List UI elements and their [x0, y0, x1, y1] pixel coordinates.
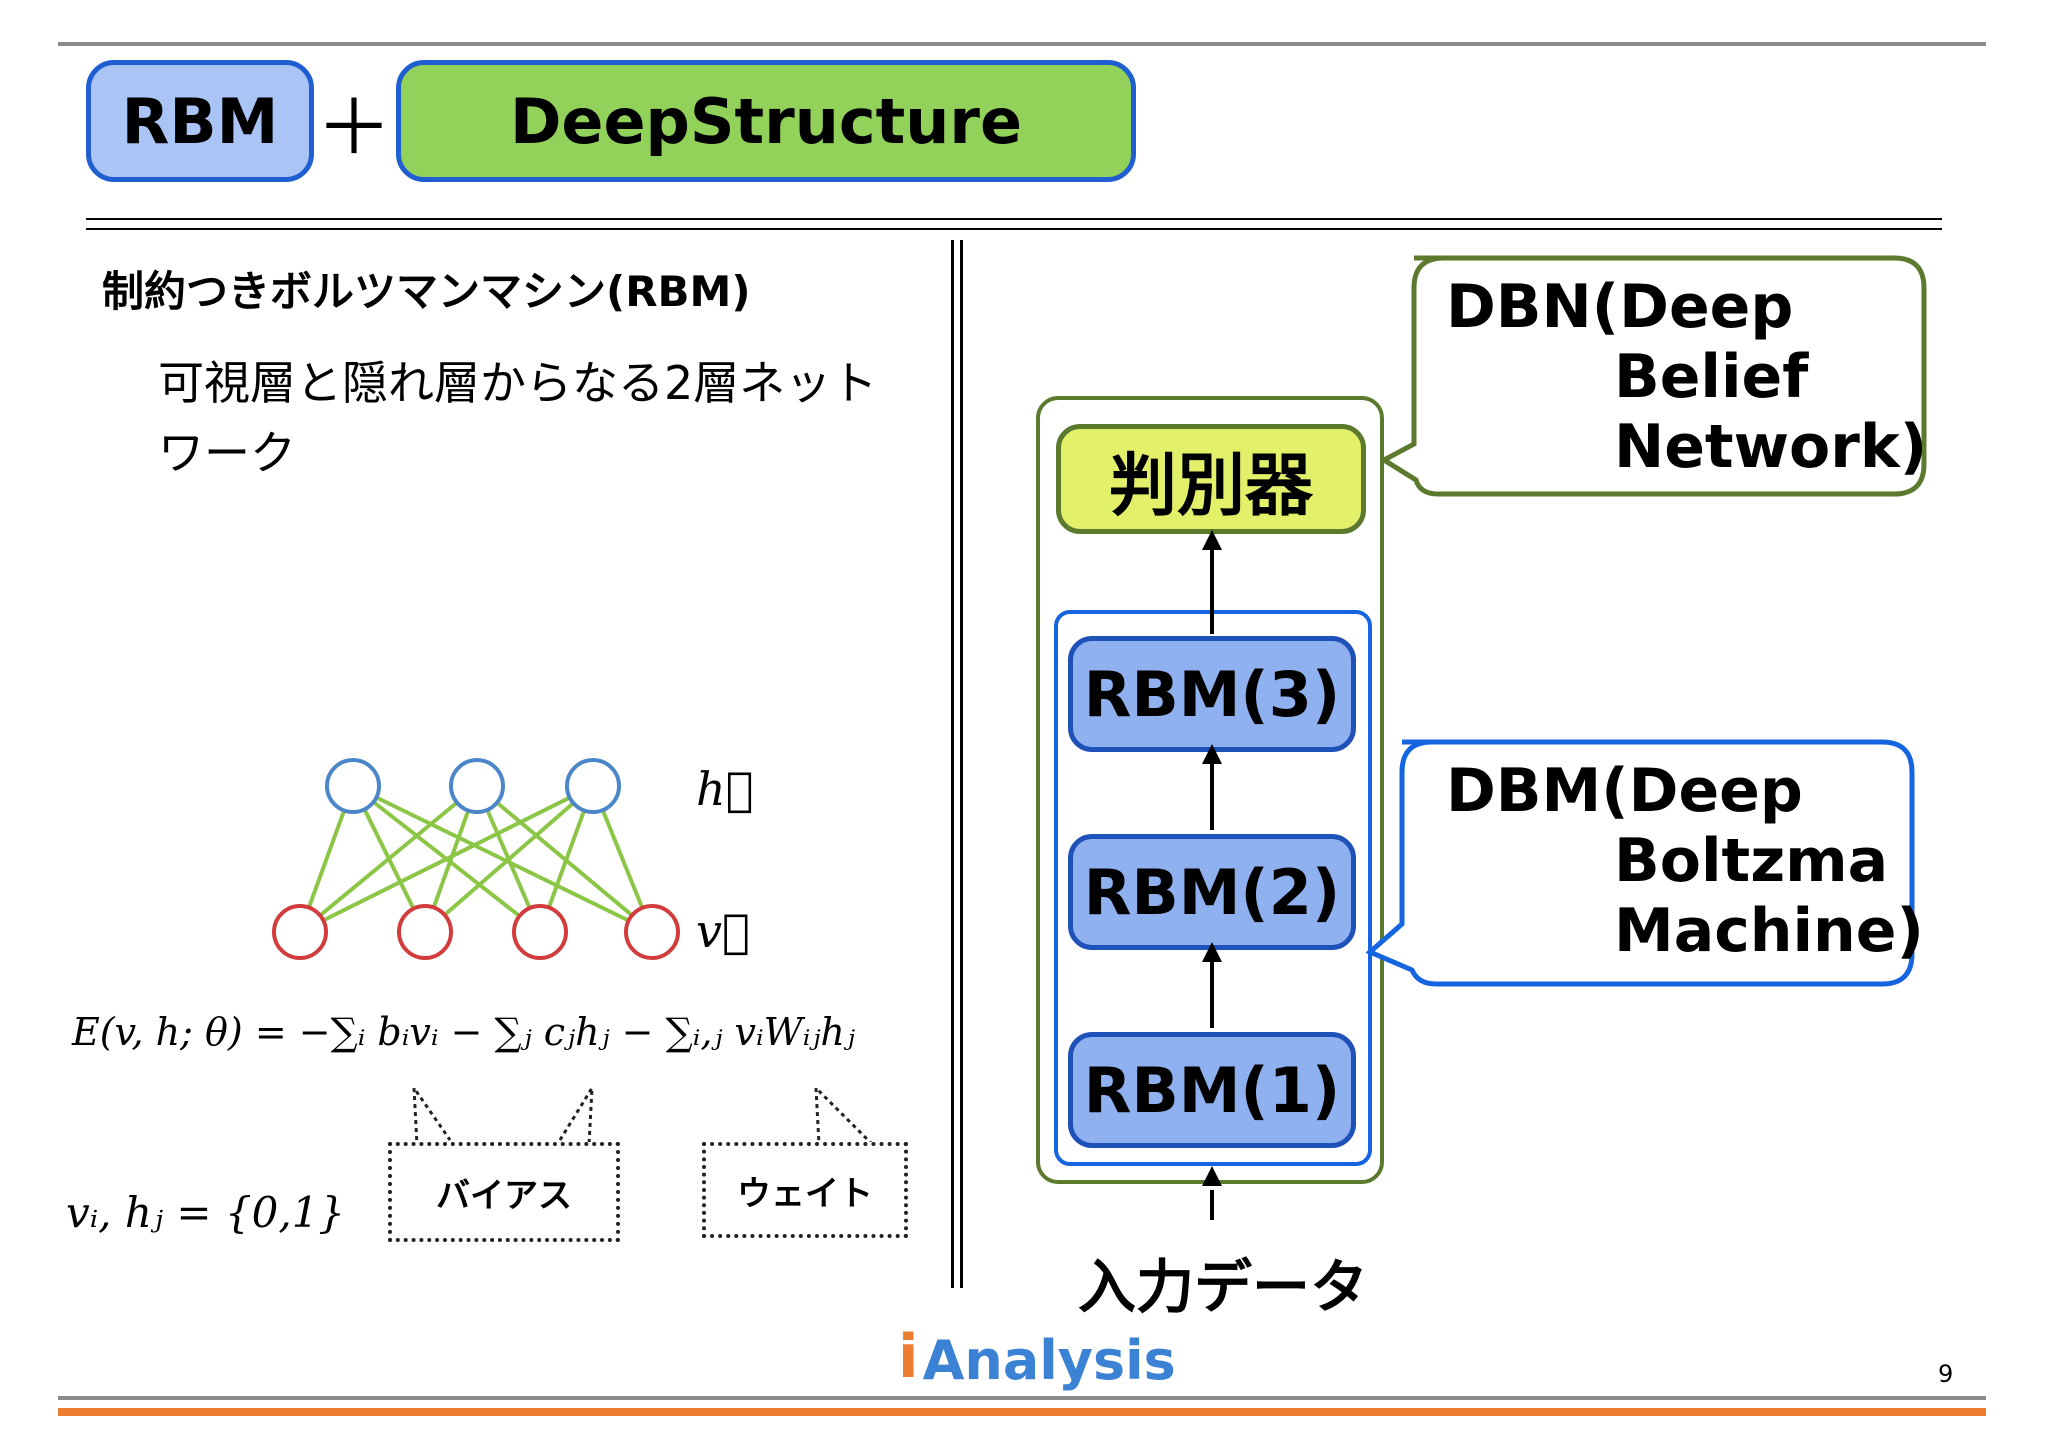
rbm-description: 可視層と隠れ層からなる2層ネットワーク — [158, 356, 878, 480]
input-data-label: 入力データ — [1078, 1253, 1369, 1321]
deep-structure-tag: DeepStructure — [396, 60, 1136, 182]
logo-text: Analysis — [922, 1329, 1176, 1392]
energy-equation: E(v, h; θ) = −∑ᵢ bᵢvᵢ − ∑ⱼ cⱼhⱼ − ∑ᵢ,ⱼ v… — [72, 1010, 855, 1054]
hidden-layer-label: h⃗ — [696, 762, 754, 816]
visible-node — [272, 904, 328, 960]
rbm-tag: RBM — [86, 60, 314, 182]
weight-label-box: ウェイト — [702, 1142, 908, 1238]
dbm-callout-bubble — [1366, 739, 1915, 987]
visible-node — [624, 904, 680, 960]
bias-label-box: バイアス — [388, 1142, 620, 1242]
dbm-callout-line2: Boltzma — [1614, 826, 1889, 896]
dbm-callout-line3: Machine) — [1614, 896, 1924, 966]
edge — [423, 784, 595, 934]
column-divider-right — [960, 240, 963, 1288]
arrow-head-icon — [1202, 530, 1222, 550]
weight-connector — [814, 1084, 882, 1165]
footer-rule — [58, 1396, 1986, 1400]
visible-node — [512, 904, 568, 960]
plus-sign: ＋ — [316, 83, 392, 172]
edge — [298, 784, 479, 934]
stack-arrows — [1202, 530, 1222, 1220]
column-divider-left — [951, 240, 954, 1288]
edge — [352, 784, 653, 934]
arrow-head-icon — [1202, 744, 1222, 764]
hidden-node — [325, 758, 381, 814]
edge — [299, 784, 594, 934]
dbn-callout-line3: Network) — [1614, 412, 1928, 482]
header-divider-top — [86, 218, 1942, 220]
visible-layer-label: v⃗ — [696, 904, 750, 958]
footer-logo: i Analysis — [898, 1322, 1176, 1392]
rbm-network-diagram — [272, 758, 680, 960]
footer-accent-bar — [58, 1408, 1986, 1416]
logo-i-mark: i — [898, 1322, 919, 1392]
rbm-2-box: RBM(2) — [1068, 834, 1356, 950]
section-title: 制約つきボルツマンマシン(RBM) — [102, 267, 751, 316]
rbm-1-box: RBM(1) — [1068, 1032, 1356, 1148]
header-divider-bottom — [86, 228, 1942, 230]
dbm-callout-line1: DBM(Deep — [1446, 756, 1803, 826]
classifier-box: 判別器 — [1056, 424, 1366, 534]
dbn-callout-line1: DBN(Deep — [1446, 272, 1794, 342]
hidden-node — [565, 758, 621, 814]
top-rule — [58, 42, 1986, 46]
dbn-callout-bubble — [1380, 255, 1927, 497]
domain-equation: vᵢ, hⱼ = {0,1} — [66, 1188, 346, 1237]
rbm-3-box: RBM(3) — [1068, 636, 1356, 752]
label-connectors — [412, 1082, 882, 1165]
hidden-node — [449, 758, 505, 814]
arrow-head-icon — [1202, 942, 1222, 962]
page-number: 9 — [1938, 1360, 1954, 1388]
dbn-callout-line2: Belief — [1614, 342, 1809, 412]
visible-node — [397, 904, 453, 960]
arrow-head-icon — [1202, 1166, 1222, 1186]
bias-connector — [412, 1082, 452, 1165]
